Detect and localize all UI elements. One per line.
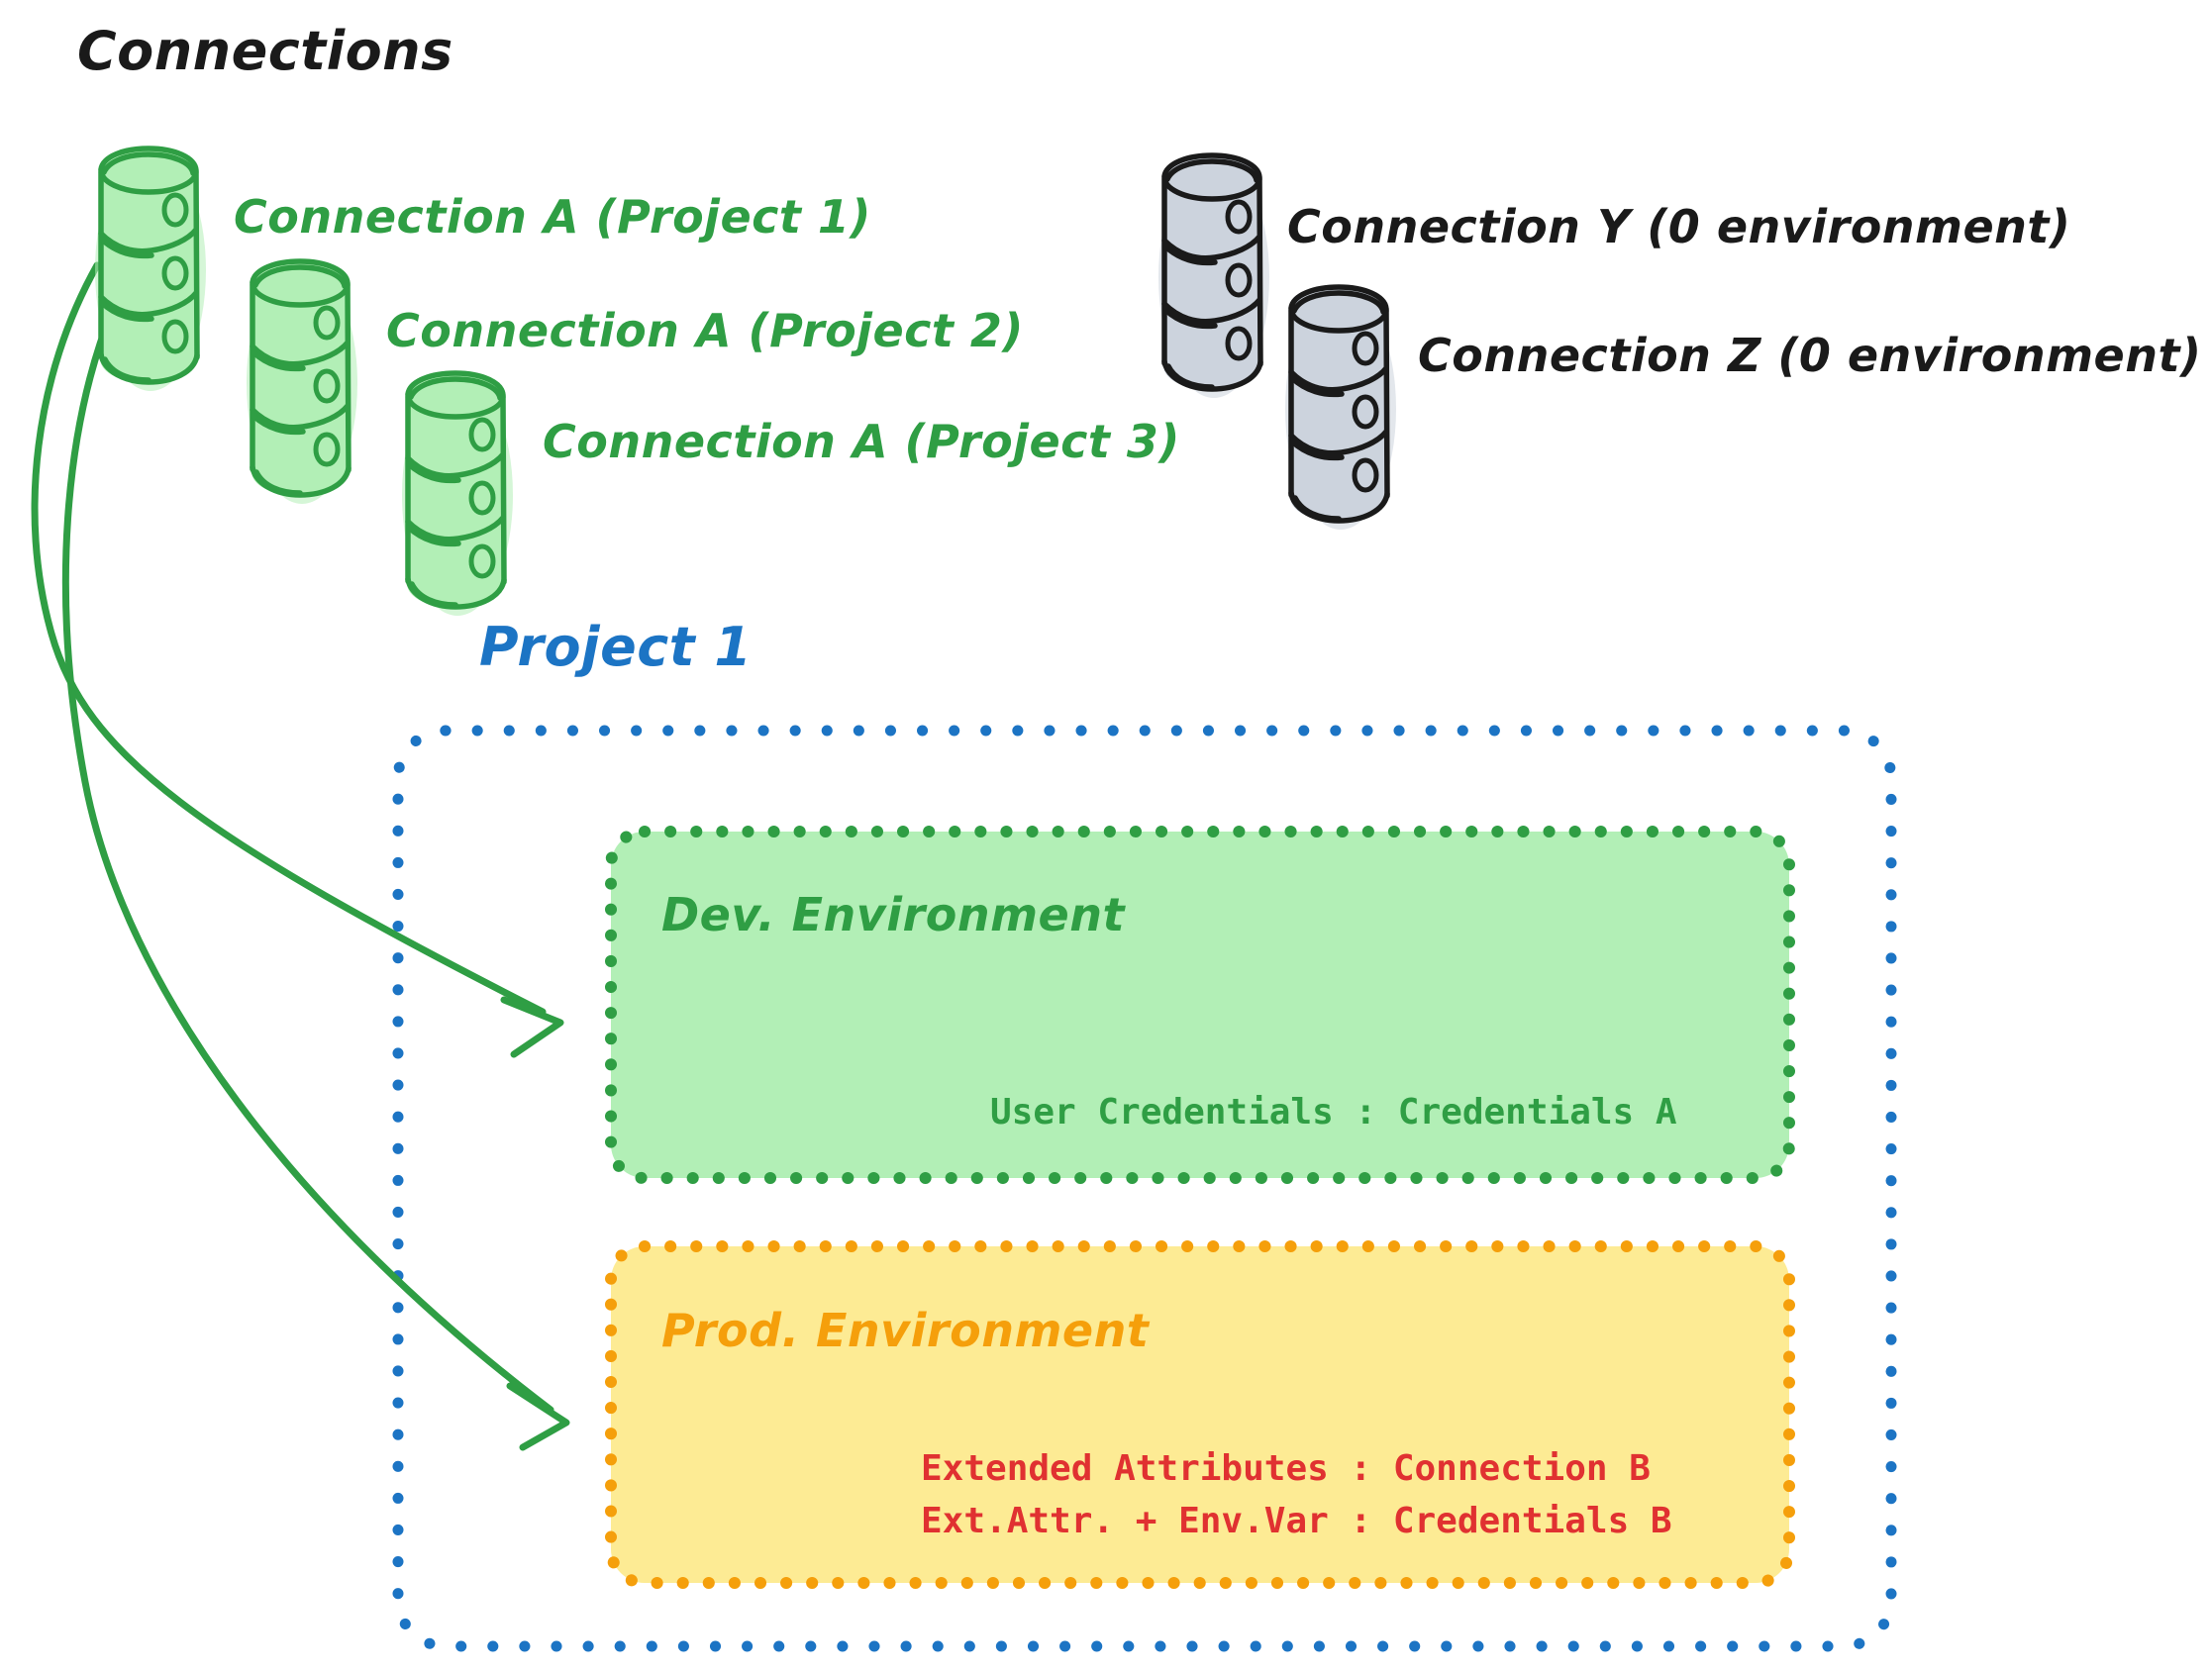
env-row-prod-0: Extended Attributes : Connection B	[921, 1448, 1651, 1489]
arrow-connection-a-to-dev	[31, 261, 564, 1058]
env-row-prod-1: Ext.Attr. + Env.Var : Credentials B	[921, 1501, 1672, 1541]
db-icon-connection-a-project-2[interactable]	[247, 258, 357, 504]
env-box-prod[interactable]	[605, 1240, 1795, 1589]
connection-label-y: Connection Y (0 environment)	[1287, 200, 2070, 253]
connection-label-a-project-3: Connection A (Project 3)	[543, 415, 1180, 468]
connection-label-z: Connection Z (0 environment)	[1418, 329, 2202, 382]
db-icon-connection-a-project-3[interactable]	[402, 370, 513, 616]
project-title: Project 1	[479, 616, 752, 678]
arrow-connection-a-to-prod	[61, 305, 570, 1451]
project-container-box	[392, 725, 1897, 1652]
connection-label-a-project-2: Connection A (Project 2)	[386, 304, 1024, 357]
connection-label-a-project-1: Connection A (Project 1)	[234, 190, 871, 244]
page-title: Connections	[77, 20, 453, 82]
env-title-dev: Dev. Environment	[661, 888, 1126, 941]
db-icon-connection-z[interactable]	[1285, 284, 1396, 530]
env-box-dev[interactable]	[605, 826, 1795, 1184]
db-icon-connection-y[interactable]	[1158, 152, 1269, 398]
db-icon-connection-a-project-1[interactable]	[95, 146, 206, 391]
env-row-dev-0: User Credentials : Credentials A	[990, 1092, 1677, 1132]
env-title-prod: Prod. Environment	[661, 1304, 1151, 1357]
